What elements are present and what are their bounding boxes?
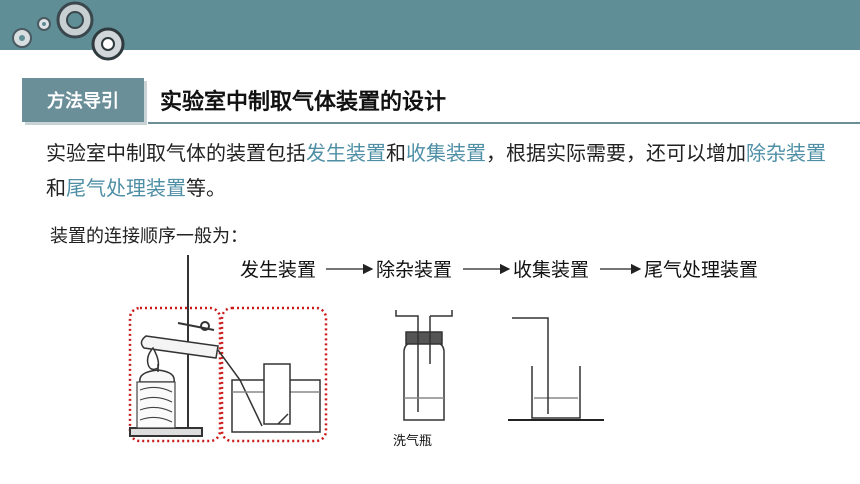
para-text-1: 实验室中制取气体的装置包括 [46,141,306,165]
beaker-icon [508,317,604,421]
para-text-3: ，根据实际需要，还可以增加 [486,141,746,165]
section-badge: 方法导引 [22,78,144,122]
wash-bottle-caption: 洗气瓶 [393,434,433,449]
top-banner [0,0,860,50]
term-generation: 发生装置 [306,141,386,165]
para-text-4: 和 [46,176,66,200]
sequence-label: 装置的连接顺序一般为： [50,226,248,247]
step-exhaust: 尾气处理装置 [644,259,759,281]
wash-bottle-icon [395,310,453,421]
step-generation: 发生装置 [240,259,317,281]
intro-paragraph: 实验室中制取气体的装置包括发生装置和收集装置，根据实际需要，还可以增加除杂装置和… [46,136,836,206]
gear-decoration [12,1,125,61]
water-trough-icon [231,363,321,433]
para-text-5: 等。 [186,176,226,200]
section-title: 实验室中制取气体装置的设计 [160,90,447,115]
term-collection: 收集装置 [406,141,486,165]
term-purification: 除杂装置 [746,141,826,165]
generation-frame [128,306,222,443]
alcohol-lamp-icon [139,346,175,383]
title-underline [148,122,860,124]
wood-block-icon [136,381,176,429]
collection-frame [220,306,328,443]
para-text-2: 和 [386,141,406,165]
term-exhaust: 尾气处理装置 [66,176,186,200]
step-purification: 除杂装置 [376,259,453,281]
step-collection: 收集装置 [513,259,590,281]
